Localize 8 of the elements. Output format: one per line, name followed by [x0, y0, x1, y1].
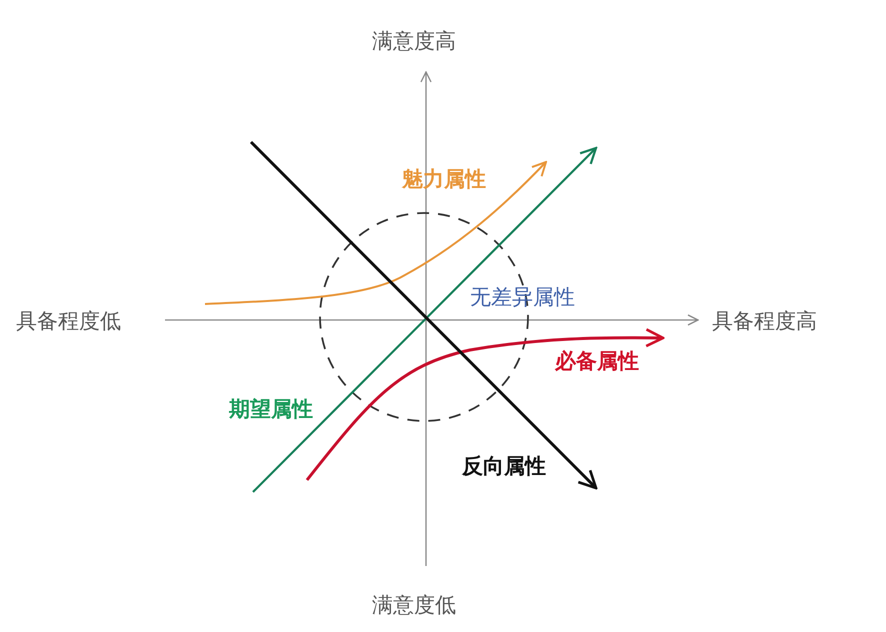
axis-label: 具备程度低 [16, 308, 121, 334]
curve-label: 期望属性 [229, 396, 313, 422]
axis-label: 满意度低 [372, 592, 456, 618]
axis-label: 具备程度高 [712, 308, 817, 334]
curve-label: 无差异属性 [470, 284, 575, 310]
curve-label: 必备属性 [555, 348, 639, 374]
axis-label: 满意度高 [372, 28, 456, 54]
curve-label: 反向属性 [462, 453, 546, 479]
